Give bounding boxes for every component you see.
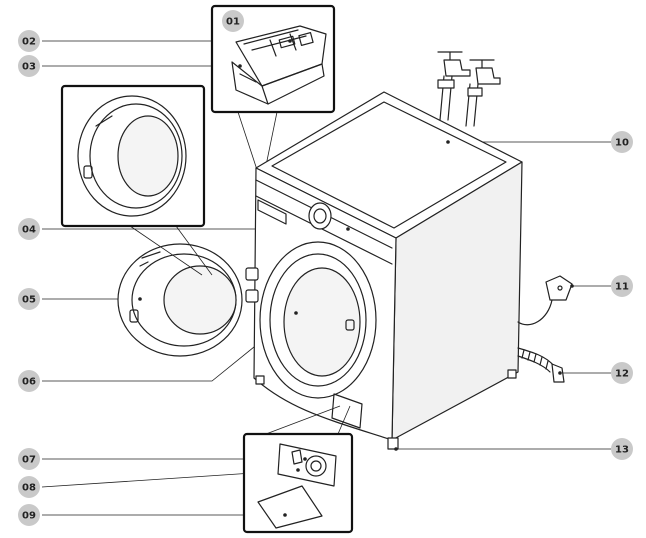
callout-09: 09 [18,504,40,526]
svg-text:12: 12 [615,369,629,380]
door-hinge-bottom [245,289,259,303]
svg-text:09: 09 [22,511,36,522]
svg-text:02: 02 [22,37,36,48]
door-glass [163,265,237,335]
callout-07: 07 [18,448,40,470]
open-door [117,243,243,357]
callout-08: 08 [18,476,40,498]
svg-text:06: 06 [22,377,36,388]
svg-text:10: 10 [615,138,629,149]
callout-05: 05 [18,288,40,310]
power-cord [517,275,573,326]
water-taps [437,51,501,127]
svg-text:04: 04 [22,225,36,236]
leader-dots [138,39,574,517]
foot-front-right [387,437,399,450]
svg-text:01: 01 [226,17,240,28]
power-plug [545,275,573,301]
callout-01: 01 [222,10,244,32]
filter-cover [257,485,323,529]
callout-13: 13 [611,438,633,460]
debris-filter [305,455,327,477]
detergent-drawer-inset [210,4,336,186]
leader-lines [41,40,611,516]
callout-06: 06 [18,370,40,392]
svg-text:13: 13 [615,445,629,456]
foot-front-left [255,375,265,385]
svg-text:05: 05 [22,295,36,306]
filter-inset [242,405,354,534]
door-inset [60,84,213,276]
foot-rear-right [507,369,517,379]
drain-hose [517,347,565,383]
svg-text:08: 08 [22,483,36,494]
door-hinge-top [245,267,259,281]
svg-text:03: 03 [22,62,36,73]
washing-machine-cabinet [245,91,523,450]
svg-text:11: 11 [615,282,629,293]
callout-12: 12 [611,362,633,384]
callouts: 01 02 03 04 05 06 07 08 [18,10,633,526]
callout-10: 10 [611,131,633,153]
drum [283,267,361,377]
callout-04: 04 [18,218,40,240]
callout-03: 03 [18,55,40,77]
program-dial [308,202,332,230]
callout-02: 02 [18,30,40,52]
svg-text:07: 07 [22,455,36,466]
callout-11: 11 [611,275,633,297]
drain-hose-end [551,363,565,383]
